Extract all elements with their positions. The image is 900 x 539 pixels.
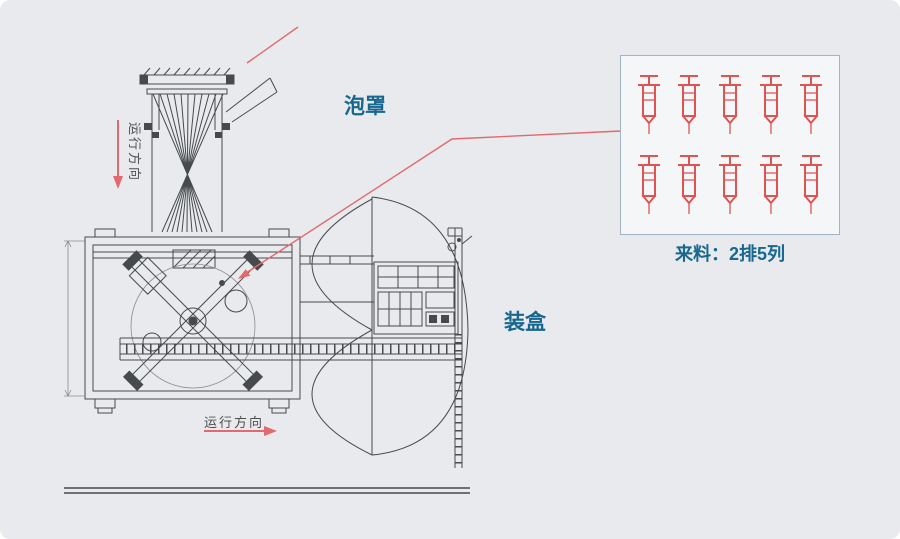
syringe-icon <box>759 75 782 134</box>
syringe-icon <box>759 155 782 214</box>
direction-label-horizontal: 运行方向 <box>204 415 265 430</box>
leader-line <box>238 130 622 279</box>
cartoning-label: 装盒 <box>504 311 546 334</box>
syringe-icon <box>800 75 823 134</box>
syringe-icon <box>718 155 741 214</box>
syringe-row <box>621 154 839 216</box>
blister-label: 泡罩 <box>344 95 386 118</box>
syringe-row <box>621 74 839 136</box>
syringe-icon <box>718 75 741 134</box>
direction-label-vertical: 运行方向 <box>127 122 142 183</box>
syringe-icon <box>637 75 660 134</box>
direction-arrow-down <box>113 120 123 189</box>
syringe-icon <box>678 155 701 214</box>
ground-lines <box>64 487 470 494</box>
blister-tower <box>139 67 278 269</box>
syringe-icon <box>637 155 660 214</box>
cartoner-head <box>300 255 459 335</box>
incoming-material-panel <box>620 55 840 235</box>
syringe-icon <box>678 75 701 134</box>
syringe-icon <box>800 155 823 214</box>
direction-arrow-right <box>204 426 277 436</box>
forming-frame <box>64 228 301 414</box>
side-rail <box>447 227 473 468</box>
star-wheel <box>122 250 264 392</box>
conveyor <box>119 337 462 361</box>
incoming-label: 来料：2排5列 <box>674 244 786 264</box>
top-leader-line <box>246 26 299 64</box>
